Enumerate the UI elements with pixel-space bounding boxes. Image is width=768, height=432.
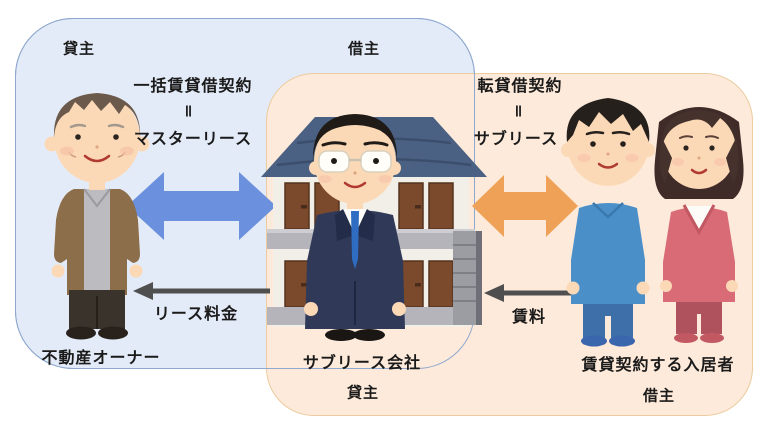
- rent-arrow-icon: [484, 284, 576, 302]
- company-caption: サブリース会社: [302, 355, 422, 372]
- rent-label: 賃料: [511, 309, 547, 326]
- sublease-company-building-figure: [261, 114, 487, 341]
- sublease-arrow-icon: [472, 175, 578, 237]
- young-woman-icon: [654, 107, 744, 343]
- company-role-top-label: 借主: [347, 40, 381, 58]
- sublease-contract-label: 転貸借契約: [477, 78, 563, 95]
- company-role-bottom-label: 貸主: [346, 384, 380, 402]
- owner-role-top-label: 貸主: [62, 40, 96, 58]
- master-lease-equals-sign: ‖: [184, 103, 194, 121]
- owner-caption: 不動産オーナー: [41, 350, 161, 367]
- master-lease-name-label: マスターリース: [133, 131, 253, 148]
- tenants-couple-figure: [561, 98, 744, 347]
- tenants-caption: 賃貸契約する入居者: [581, 357, 735, 374]
- master-lease-panel-outline: [15, 18, 475, 369]
- sublease-equals-sign: ‖: [514, 103, 524, 121]
- young-man-icon: [561, 98, 655, 347]
- sublease-name-label: サブリース: [473, 131, 559, 148]
- owner-elderly-man-figure: [44, 93, 150, 340]
- master-lease-contract-label: 一括賃貸借契約: [133, 78, 253, 95]
- tenants-role-bottom-label: 借主: [642, 387, 676, 405]
- businessman-icon: [304, 114, 406, 341]
- master-lease-arrow-icon: [127, 172, 276, 240]
- lease-fee-label: リース料金: [153, 306, 239, 323]
- lease-fee-arrow-icon: [133, 282, 270, 300]
